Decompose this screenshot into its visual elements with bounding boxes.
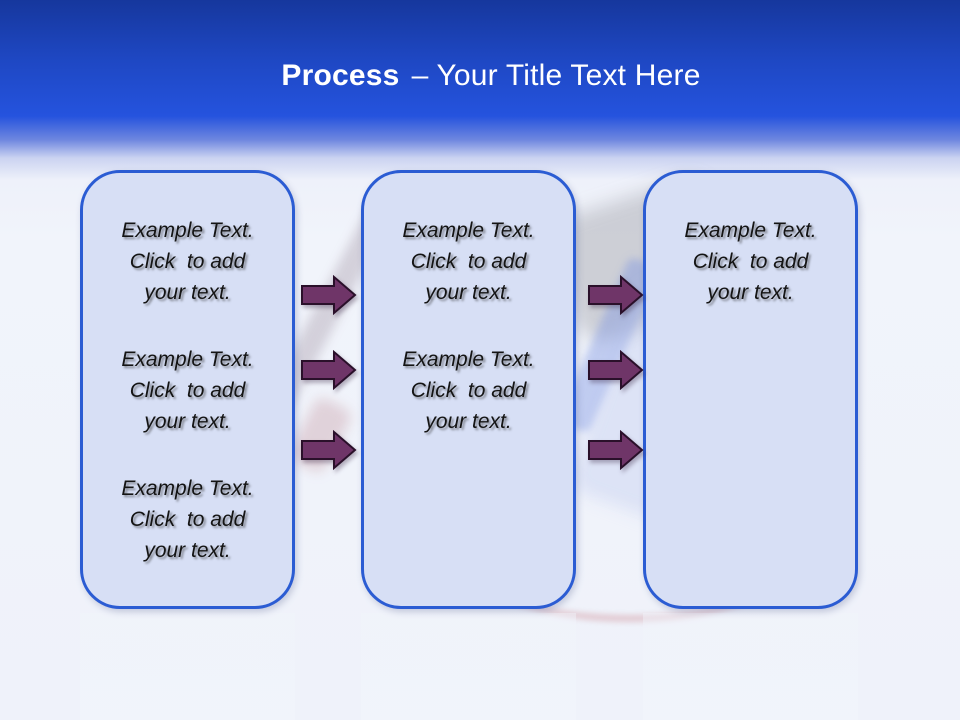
title-subtext: – Your Title Text Here [411, 59, 701, 92]
slide-header: Process – Your Title Text Here [0, 0, 960, 135]
placeholder-text[interactable]: Example Text. Click to add your text. [402, 348, 535, 433]
box-reflection [361, 613, 576, 720]
right-arrow-icon[interactable] [588, 430, 644, 470]
placeholder-text[interactable]: Example Text. Click to add your text. [121, 477, 254, 562]
right-arrow-icon[interactable] [301, 275, 357, 315]
placeholder-text[interactable]: Example Text. Click to add your text. [121, 348, 254, 433]
box-reflection [643, 613, 858, 720]
right-arrow-icon[interactable] [301, 430, 357, 470]
right-arrow-icon[interactable] [588, 350, 644, 390]
placeholder-text[interactable]: Example Text. Click to add your text. [121, 219, 254, 304]
box-reflection [80, 613, 295, 720]
placeholder-text[interactable]: Example Text. Click to add your text. [402, 219, 535, 304]
title-keyword: Process [281, 59, 400, 92]
process-box-3[interactable]: Example Text. Click to add your text. [643, 170, 858, 609]
slide-title[interactable]: Process – Your Title Text Here [0, 0, 960, 96]
process-box-1[interactable]: Example Text. Click to add your text. Ex… [80, 170, 295, 609]
placeholder-text[interactable]: Example Text. Click to add your text. [684, 219, 817, 304]
process-box-2[interactable]: Example Text. Click to add your text. Ex… [361, 170, 576, 609]
right-arrow-icon[interactable] [301, 350, 357, 390]
right-arrow-icon[interactable] [588, 275, 644, 315]
